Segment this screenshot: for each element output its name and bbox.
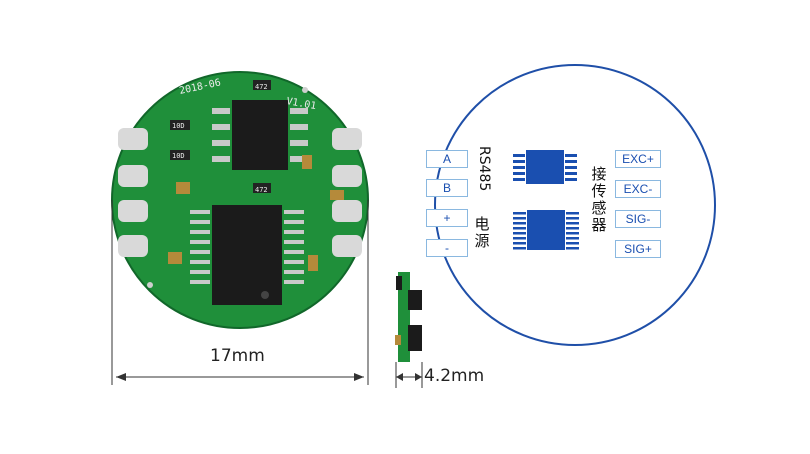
pinout-circle: [434, 64, 716, 346]
pin-exc-minus: EXC-: [615, 180, 661, 198]
chip-icon-top: [513, 150, 577, 184]
pin-sig-plus: SIG+: [615, 240, 661, 258]
silkscreen-version: V1.01: [285, 96, 317, 112]
edge-pad: [332, 165, 362, 187]
resistor-mark: 472: [255, 83, 268, 91]
chip-icon-bottom: [513, 210, 579, 250]
sensor-label: 接 传 感 器: [591, 165, 607, 234]
ic-chip: [232, 100, 288, 170]
pin-b: B: [426, 179, 468, 197]
diameter-dimension: [111, 200, 369, 385]
power-label: 电 源: [474, 215, 490, 250]
edge-pad: [118, 128, 148, 150]
edge-pad: [332, 235, 362, 257]
edge-pad: [332, 200, 362, 222]
thickness-dimension: [395, 362, 423, 388]
pin-power-minus: -: [426, 239, 468, 257]
thickness-label: 4.2mm: [424, 366, 485, 386]
edge-pad: [118, 235, 148, 257]
pin-sig-minus: SIG-: [615, 210, 661, 228]
ic-chip-large: [212, 205, 282, 305]
pin-exc-plus: EXC+: [615, 150, 661, 168]
resistor-mark: 10D: [172, 122, 185, 130]
edge-pad: [118, 200, 148, 222]
pcb-board: [111, 71, 369, 329]
resistor-mark: 10D: [172, 152, 185, 160]
pin-a: A: [426, 150, 468, 168]
resistor-mark: 472: [255, 186, 268, 194]
side-view-board: [395, 272, 422, 362]
diameter-label: 17mm: [210, 346, 265, 366]
rs485-label: RS485: [476, 146, 492, 192]
edge-pad: [118, 165, 148, 187]
edge-pad: [332, 128, 362, 150]
pin-power-plus: +: [426, 209, 468, 227]
